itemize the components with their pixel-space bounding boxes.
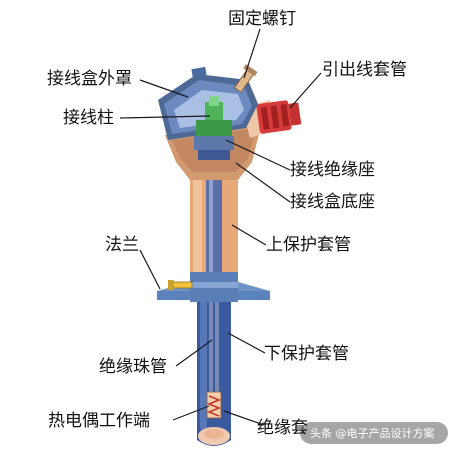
label-lead-wire-sleeve: 引出线套管 [322,60,407,80]
terminal-post [196,96,232,136]
label-terminal-post: 接线柱 [63,108,114,128]
hot-junction [206,391,222,419]
label-insulating-bead-tube: 绝缘珠管 [99,357,167,377]
lower-protective-tube [197,282,231,446]
label-junction-box-base: 接线盒底座 [290,192,375,212]
flange [157,272,270,302]
watermark-text: 头条 @电子产品设计方案 [310,426,435,440]
watermark: 头条 @电子产品设计方案 [300,422,448,444]
label-thermocouple-hot-junction: 热电偶工作端 [48,411,150,431]
label-terminal-insulating-base: 接线绝缘座 [290,160,375,180]
label-insulating-sleeve: 绝缘套 [257,418,308,438]
label-flange: 法兰 [105,235,139,255]
fixing-screw [233,64,258,93]
label-fixing-screw: 固定螺钉 [228,9,296,29]
terminal-insulating-base [194,136,234,160]
label-lower-protective-tube: 下保护套管 [264,344,349,364]
label-upper-protective-tube: 上保护套管 [266,235,351,255]
leader-lines [119,28,322,426]
label-junction-box-cover: 接线盒外罩 [47,69,132,89]
